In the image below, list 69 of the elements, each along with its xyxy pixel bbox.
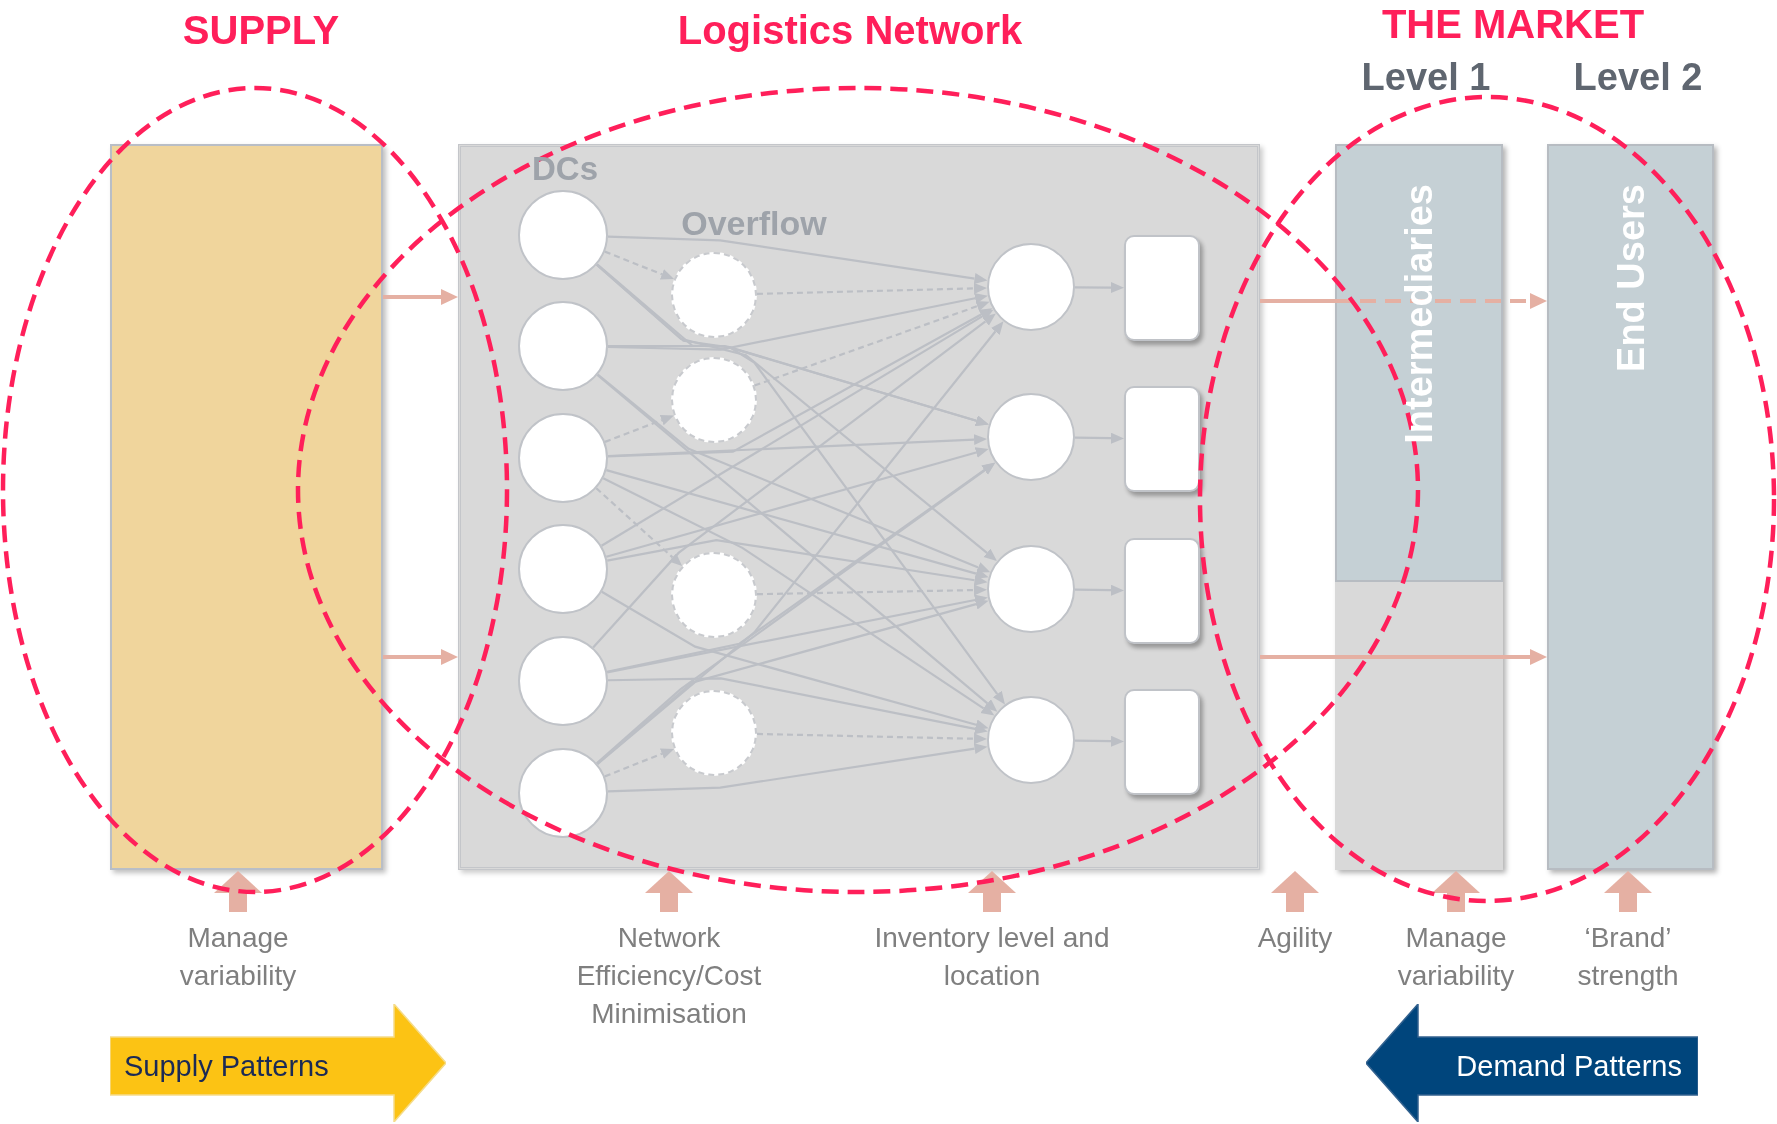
arrow: [607, 538, 988, 586]
outlet-box: [1124, 538, 1200, 644]
arrow: [597, 373, 991, 573]
dashed-arrow: [604, 748, 675, 778]
arrow: [596, 321, 1004, 765]
arrow: [596, 462, 996, 765]
arrow-label: Supply Patterns: [124, 1052, 329, 1081]
driver-label: Manage variability: [148, 919, 328, 995]
arrow: [602, 477, 995, 716]
outlet-box: [1124, 235, 1200, 341]
driver-label: Manage variability: [1378, 919, 1534, 995]
arrow: [383, 649, 458, 665]
arrow: [1075, 282, 1124, 294]
dashed-arrow: [754, 300, 990, 387]
arrow: [596, 374, 998, 712]
block-arrow: [1271, 871, 1319, 912]
column-label: End Users: [1611, 184, 1650, 372]
column-label: Intermediaries: [1400, 184, 1438, 444]
dashed-arrow: [756, 282, 987, 295]
connector-line: [1260, 299, 1335, 303]
driver-label: Inventory level and location: [872, 919, 1112, 995]
arrow: [383, 289, 458, 305]
dashed-arrow: [595, 487, 683, 567]
heading: SUPPLY: [182, 8, 340, 53]
dashed-arrow: [756, 584, 987, 596]
end-users-column: [1547, 144, 1714, 870]
arrow: [1074, 432, 1124, 444]
block-arrow: [214, 871, 262, 912]
arrow: [1074, 735, 1124, 747]
arrow: [607, 677, 988, 735]
supply-panel: [110, 144, 383, 870]
arrow: [592, 313, 996, 649]
intermediaries-column: [1335, 144, 1503, 870]
network-panel: [458, 144, 1260, 870]
arrow: [607, 292, 988, 351]
driver-label: Network Efficiency/Cost Minimisation: [549, 919, 789, 1033]
arrow-label: Demand Patterns: [1456, 1052, 1682, 1081]
dashed-arrow: [604, 250, 675, 280]
level-label: Level 1: [1361, 56, 1491, 99]
outlet-box: [1124, 689, 1200, 795]
overflow-circle: [671, 357, 757, 443]
block-arrow: [1604, 871, 1652, 912]
dashed-arrow: [756, 732, 987, 745]
level-label: Level 2: [1573, 56, 1703, 99]
block-arrow: [645, 871, 693, 912]
arrow: [607, 235, 988, 284]
group-label: DCs: [532, 150, 598, 188]
driver-label: ‘Brand’ strength: [1560, 919, 1696, 995]
arrow: [606, 447, 989, 558]
arrow: [606, 594, 988, 674]
arrow: [606, 469, 989, 579]
heading: Logistics Network: [677, 8, 1023, 53]
arrow: [601, 590, 989, 731]
arrow: [608, 344, 989, 427]
driver-label: Agility: [1245, 919, 1345, 957]
group-label: Overflow: [681, 204, 827, 243]
block-arrow: [1432, 871, 1480, 912]
outlet-box: [1124, 386, 1200, 492]
arrow: [600, 309, 994, 547]
block-arrow: [968, 871, 1016, 912]
arrow: [607, 743, 988, 793]
dashed-arrow: [1335, 293, 1547, 309]
connector-line: [1260, 655, 1335, 659]
dashed-arrow: [604, 414, 674, 443]
lower-panel: [1335, 580, 1503, 870]
arrow: [1074, 584, 1124, 596]
overflow-circle: [671, 552, 757, 638]
heading: THE MARKET: [1381, 2, 1645, 47]
arrow: [1335, 649, 1547, 665]
